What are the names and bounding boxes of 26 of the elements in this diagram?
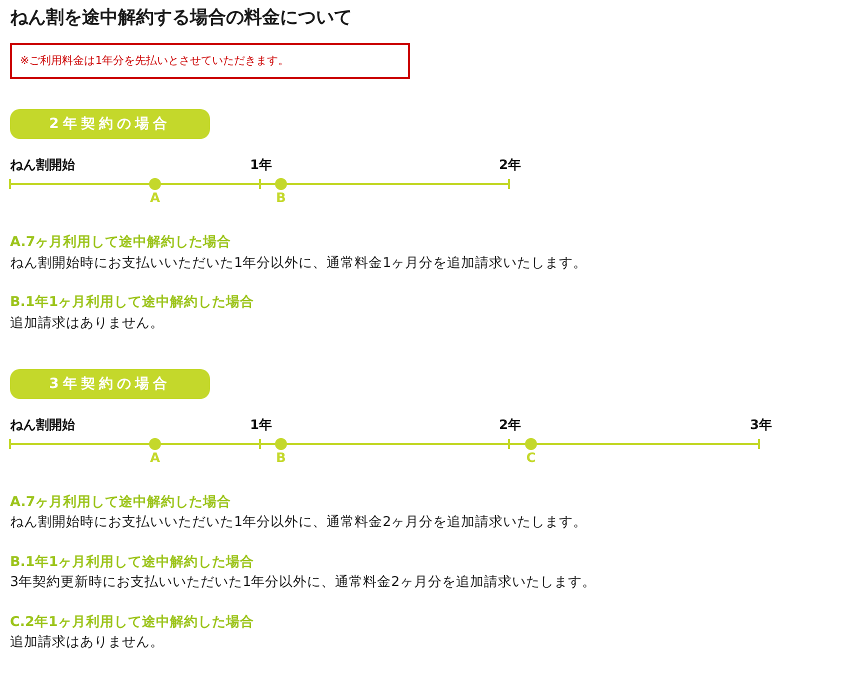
timeline-label: 3年 bbox=[750, 418, 772, 434]
case-heading: C.2年1ヶ月利用して途中解約した場合 bbox=[10, 613, 254, 631]
case-heading: B.1年1ヶ月利用して途中解約した場合 bbox=[10, 293, 254, 311]
case-description: 追加請求はありません。 bbox=[10, 314, 164, 332]
case-description: ねん割開始時にお支払いいただいた1年分以外に、通常料金2ヶ月分を追加請求いたします。 bbox=[10, 513, 588, 531]
case-description: 3年契約更新時にお支払いいただいた1年分以外に、通常料金2ヶ月分を追加請求いたします。 bbox=[10, 573, 596, 591]
case-heading: B.1年1ヶ月利用して途中解約した場合 bbox=[10, 553, 254, 571]
point-letter: C bbox=[525, 452, 537, 466]
section-banner: 3年契約の場合 bbox=[10, 369, 210, 399]
point-letter: B bbox=[275, 192, 287, 206]
timeline-label: 2年 bbox=[498, 158, 522, 174]
notice-box: ※ご利用料金は1年分を先払いとさせていただきます。 bbox=[10, 43, 410, 79]
page-title: ねん割を途中解約する場合の料金について bbox=[10, 7, 352, 29]
case-description: ねん割開始時にお支払いいただいた1年分以外に、通常料金1ヶ月分を追加請求いたします。 bbox=[10, 254, 588, 272]
point-letter: A bbox=[148, 452, 162, 466]
point-letter: B bbox=[275, 452, 287, 466]
timeline-label: ねん割開始 bbox=[10, 418, 75, 434]
point-letter: A bbox=[148, 192, 162, 206]
case-heading: A.7ヶ月利用して途中解約した場合 bbox=[10, 233, 232, 251]
timeline-label: 1年 bbox=[250, 418, 272, 434]
case-description: 追加請求はありません。 bbox=[10, 633, 164, 651]
section-banner: 2年契約の場合 bbox=[10, 109, 210, 139]
case-heading: A.7ヶ月利用して途中解約した場合 bbox=[10, 493, 232, 511]
timeline-label: ねん割開始 bbox=[10, 158, 75, 174]
timeline-label: 1年 bbox=[250, 158, 272, 174]
timeline-label: 2年 bbox=[498, 418, 522, 434]
